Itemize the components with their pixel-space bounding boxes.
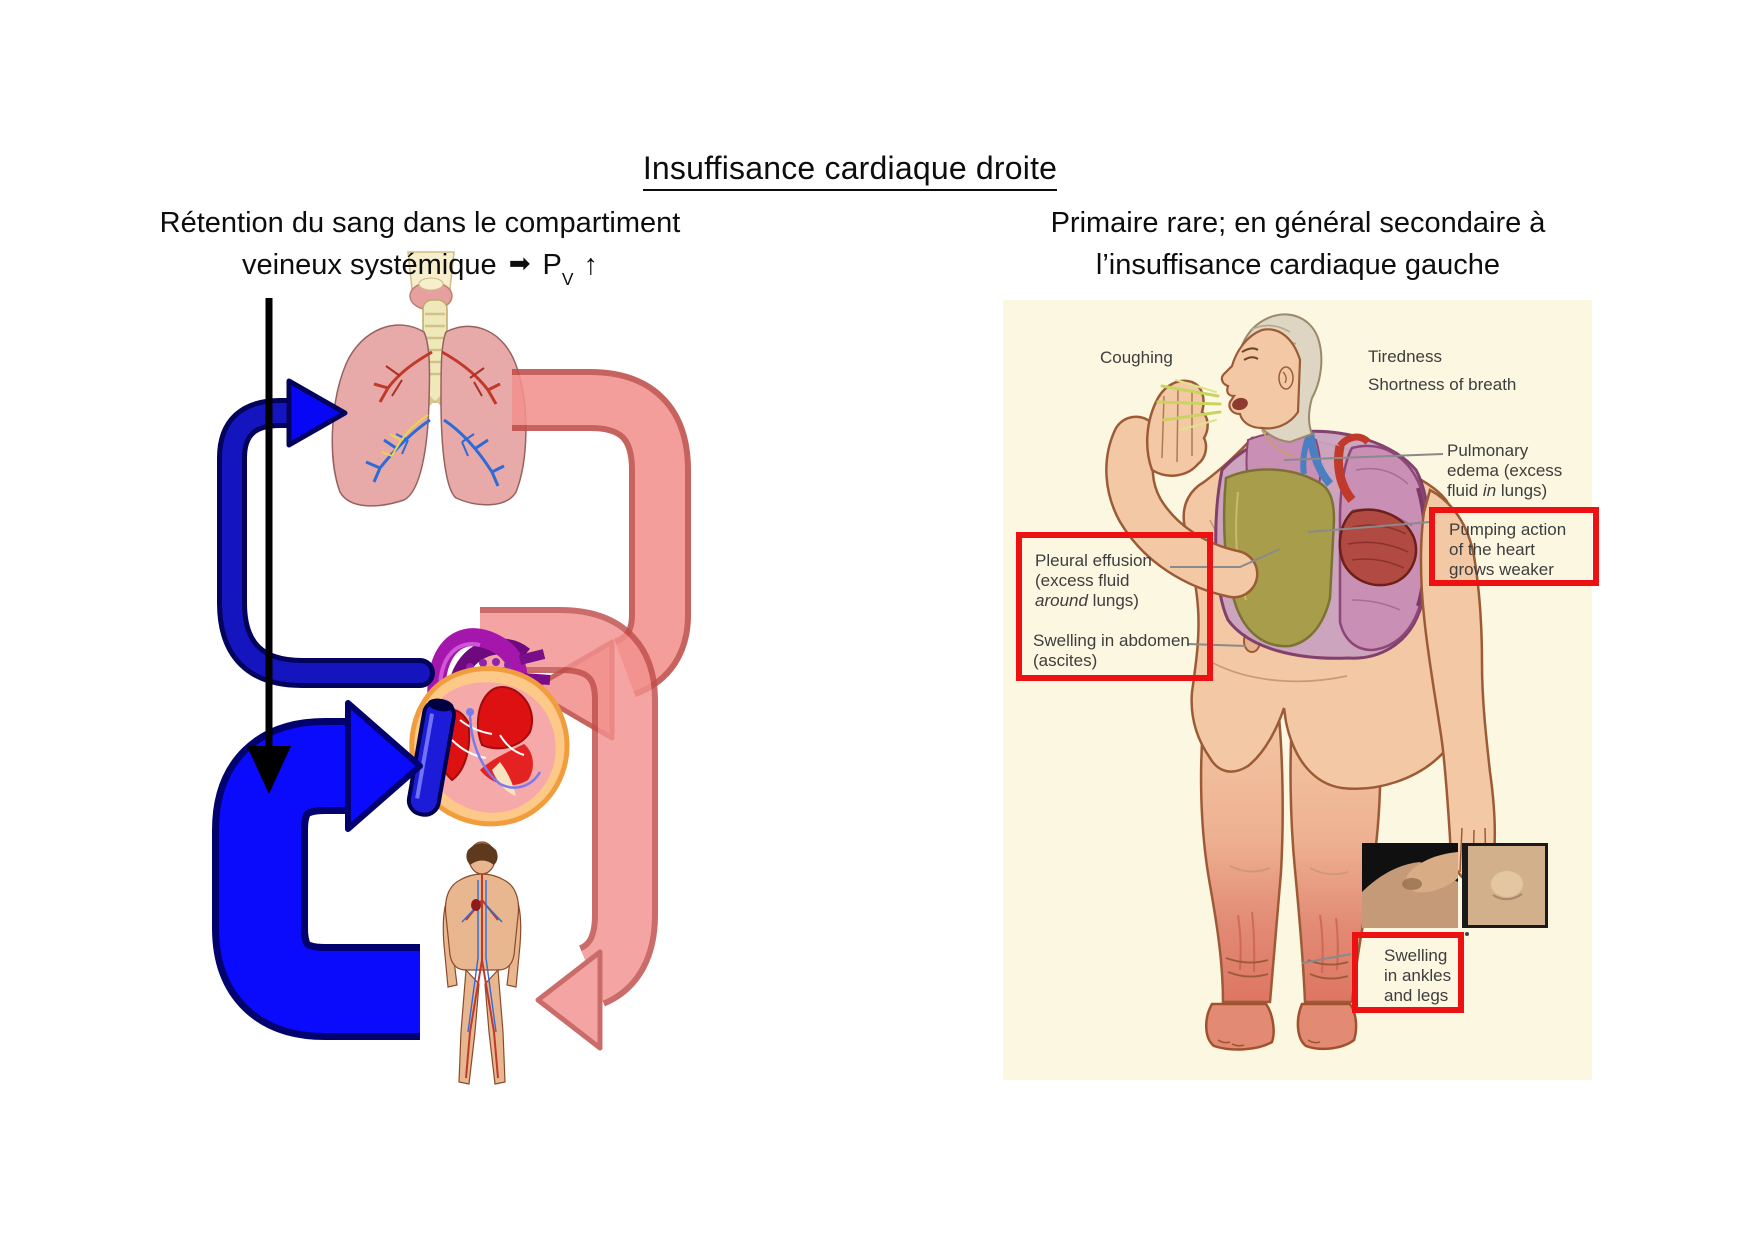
pulmonary-vein-arrowhead <box>527 639 615 741</box>
shortness-label: Shortness of breath <box>1368 375 1517 394</box>
coughing-label: Coughing <box>1100 348 1173 367</box>
pleural-line1: Pleural effusion <box>1035 551 1152 570</box>
pulmonary-artery-arrowhead <box>286 378 348 448</box>
ankles-line1: Swelling <box>1384 946 1448 965</box>
right-note: Primaire rare; en général secondaire à l… <box>1000 202 1596 286</box>
systemic-artery-loop <box>480 607 658 1051</box>
pressure-subscript: V <box>561 268 574 289</box>
venous-return-arrowhead <box>345 700 423 832</box>
right-note-line2: l’insuffisance cardiaque gauche <box>1095 249 1501 281</box>
lungs-illustration <box>331 324 527 507</box>
pulmonary-line3-pre: fluid <box>1447 481 1483 500</box>
ankles-line2: in ankles <box>1384 966 1452 985</box>
left-note-line1: Rétention du sang dans le compartiment <box>159 207 681 239</box>
pumping-line3: grows weaker <box>1449 560 1554 579</box>
page-title: Insuffisance cardiaque droite <box>642 150 1058 191</box>
pulmonary-line3-post: lungs) <box>1496 481 1548 500</box>
abdomen-line1: Swelling in abdomen <box>1033 631 1190 650</box>
right-note-line1: Primaire rare; en général secondaire à <box>1050 207 1546 239</box>
circulation-diagram <box>212 251 691 1085</box>
illustration-panel <box>1003 300 1592 1080</box>
pleural-effusion-label: Pleural effusion (excess fluid around lu… <box>1035 551 1152 611</box>
vena-cava-tube <box>406 698 456 817</box>
arrow-up-icon: ↑ <box>583 249 599 281</box>
pulmonary-edema-label: Pulmonary edema (excess fluid in lungs) <box>1447 441 1597 501</box>
pleural-line3-post: lungs) <box>1087 591 1139 610</box>
pulmonary-line2: edema (excess <box>1447 461 1563 480</box>
pleural-line2: (excess fluid <box>1035 571 1130 590</box>
pleural-line3-italic: around <box>1035 591 1088 610</box>
heart-illustration <box>406 628 570 827</box>
ankles-highlight-box: Swelling in ankles and legs <box>1352 932 1464 1013</box>
pumping-line1: Pumping action <box>1449 520 1567 539</box>
abdomen-swelling-label: Swelling in abdomen (ascites) <box>1033 631 1190 671</box>
left-note: Rétention du sang dans le compartiment v… <box>118 202 722 296</box>
title-row: Insuffisance cardiaque droite <box>0 150 1700 191</box>
trachea-illustration <box>401 299 471 429</box>
retention-arrow <box>247 298 291 794</box>
pulmonary-line3-italic: in <box>1482 481 1497 500</box>
arrow-right-icon: ➡ <box>508 248 531 278</box>
venous-return-loop <box>212 700 423 1040</box>
symptoms-highlight-box: Pleural effusion (excess fluid around lu… <box>1016 532 1213 681</box>
pulmonary-artery-loop <box>217 378 435 688</box>
pumping-highlight-box: Pumping action of the heart grows weaker <box>1429 507 1599 586</box>
pumping-line2: of the heart <box>1449 540 1536 559</box>
pulmonary-line1: Pulmonary <box>1447 441 1529 460</box>
pulmonary-vein-loop <box>512 369 691 741</box>
pressure-symbol: P <box>542 249 562 281</box>
body-figure <box>442 841 522 1085</box>
abdomen-line2: (ascites) <box>1033 651 1098 670</box>
ankles-line3: and legs <box>1384 986 1449 1005</box>
left-note-line2: veineux systémique <box>241 249 497 281</box>
systemic-artery-arrowhead <box>535 949 603 1051</box>
tiredness-label: Tiredness <box>1368 347 1443 366</box>
